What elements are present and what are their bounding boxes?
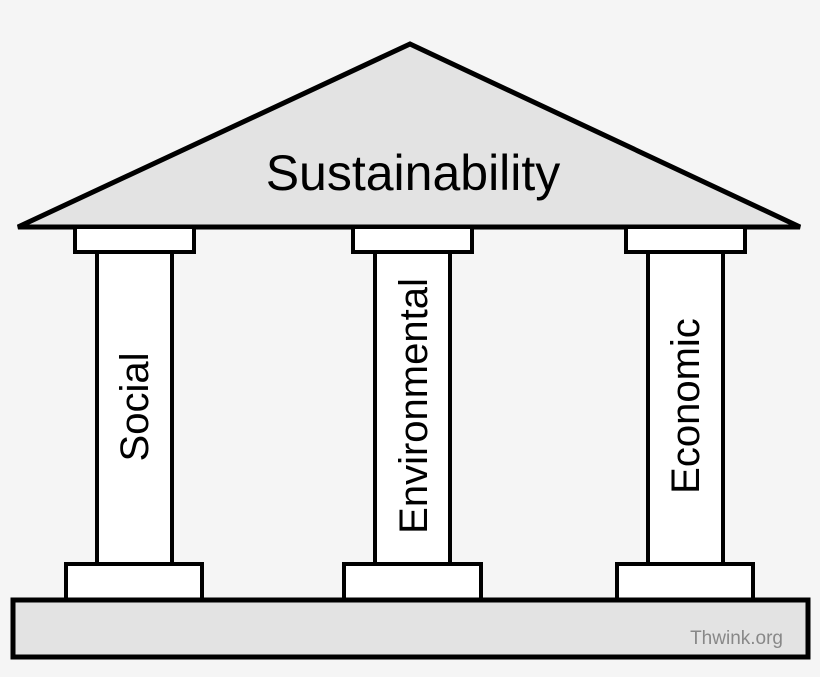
pillar-capital [73,225,196,254]
pillar-capital [351,225,474,254]
pillar-environmental: Environmental [342,225,483,602]
pillar-shaft [373,250,452,566]
pillar-plinth [64,562,204,602]
pillar-label: Economic [664,318,708,494]
pillar-shaft [95,250,174,566]
pillar-plinth [615,562,755,602]
pillar-capital [624,225,747,254]
base-foundation [10,597,811,660]
pillar-shaft [646,250,725,566]
pillar-plinth [342,562,483,602]
pillar-label: Social [113,353,157,462]
watermark-text: Thwink.org [690,628,783,649]
pillar-social: Social [64,225,204,602]
roof-label: Sustainability [266,145,561,201]
pillar-label: Environmental [392,278,436,534]
pillar-economic: Economic [615,225,755,602]
